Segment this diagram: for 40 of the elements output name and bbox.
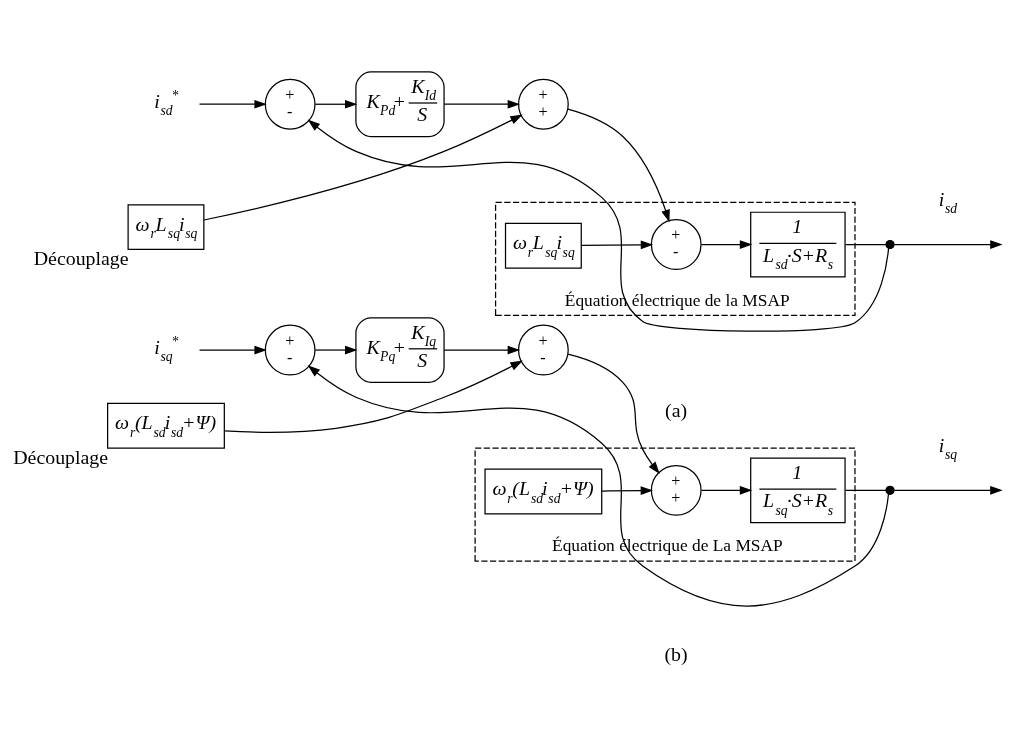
arrow	[700, 486, 753, 495]
arrow	[893, 486, 1003, 495]
arrow	[314, 99, 358, 109]
node-box: ω$_{r}$L$_{sq}$i$_{sq}$	[127, 204, 205, 251]
label: (b)	[664, 643, 688, 666]
arrow	[307, 119, 890, 332]
node-dot	[885, 485, 895, 495]
arrow	[314, 345, 358, 355]
arrow	[443, 99, 521, 109]
arrow	[203, 114, 523, 221]
arrow	[307, 365, 890, 607]
arrow	[567, 353, 660, 475]
edge-label: i$_{sq}$	[938, 433, 958, 463]
arrow	[700, 240, 753, 249]
node-circle: + -	[650, 219, 702, 270]
node-box: ω$_{r}$(L$_{sd}$i$_{sd}$+Ψ)	[107, 402, 225, 449]
node-circle: + +	[650, 464, 702, 516]
node-box: ω$_{r}$L$_{sq}$i$_{sq}$	[504, 222, 582, 269]
arrow	[223, 360, 523, 433]
arrow	[443, 345, 521, 355]
connector	[844, 489, 887, 491]
label: (a)	[665, 398, 688, 421]
arrow	[198, 99, 267, 109]
node-box: 1 L$_{sd}$·S+R$_{s}$	[750, 211, 846, 278]
node-dot	[885, 239, 895, 250]
node-circle: + +	[517, 78, 569, 130]
node-box: 1 L$_{sq}$·S+R$_{s}$	[750, 457, 846, 524]
node-circle: + -	[517, 324, 569, 376]
node-box: ω$_{r}$(L$_{sd}$i$_{sd}$+Ψ)	[484, 468, 603, 515]
arrow	[580, 240, 654, 250]
node-label: Découplage	[33, 247, 129, 270]
edge-label: i$_{sd}$	[938, 187, 958, 217]
arrow	[601, 486, 654, 495]
node-label: Découplage	[13, 446, 109, 469]
arrow	[198, 345, 267, 355]
arrow	[567, 108, 670, 223]
arrow	[893, 240, 1003, 249]
node-circle: + -	[264, 324, 316, 376]
node-circle: + -	[264, 78, 316, 130]
connector	[844, 243, 887, 246]
